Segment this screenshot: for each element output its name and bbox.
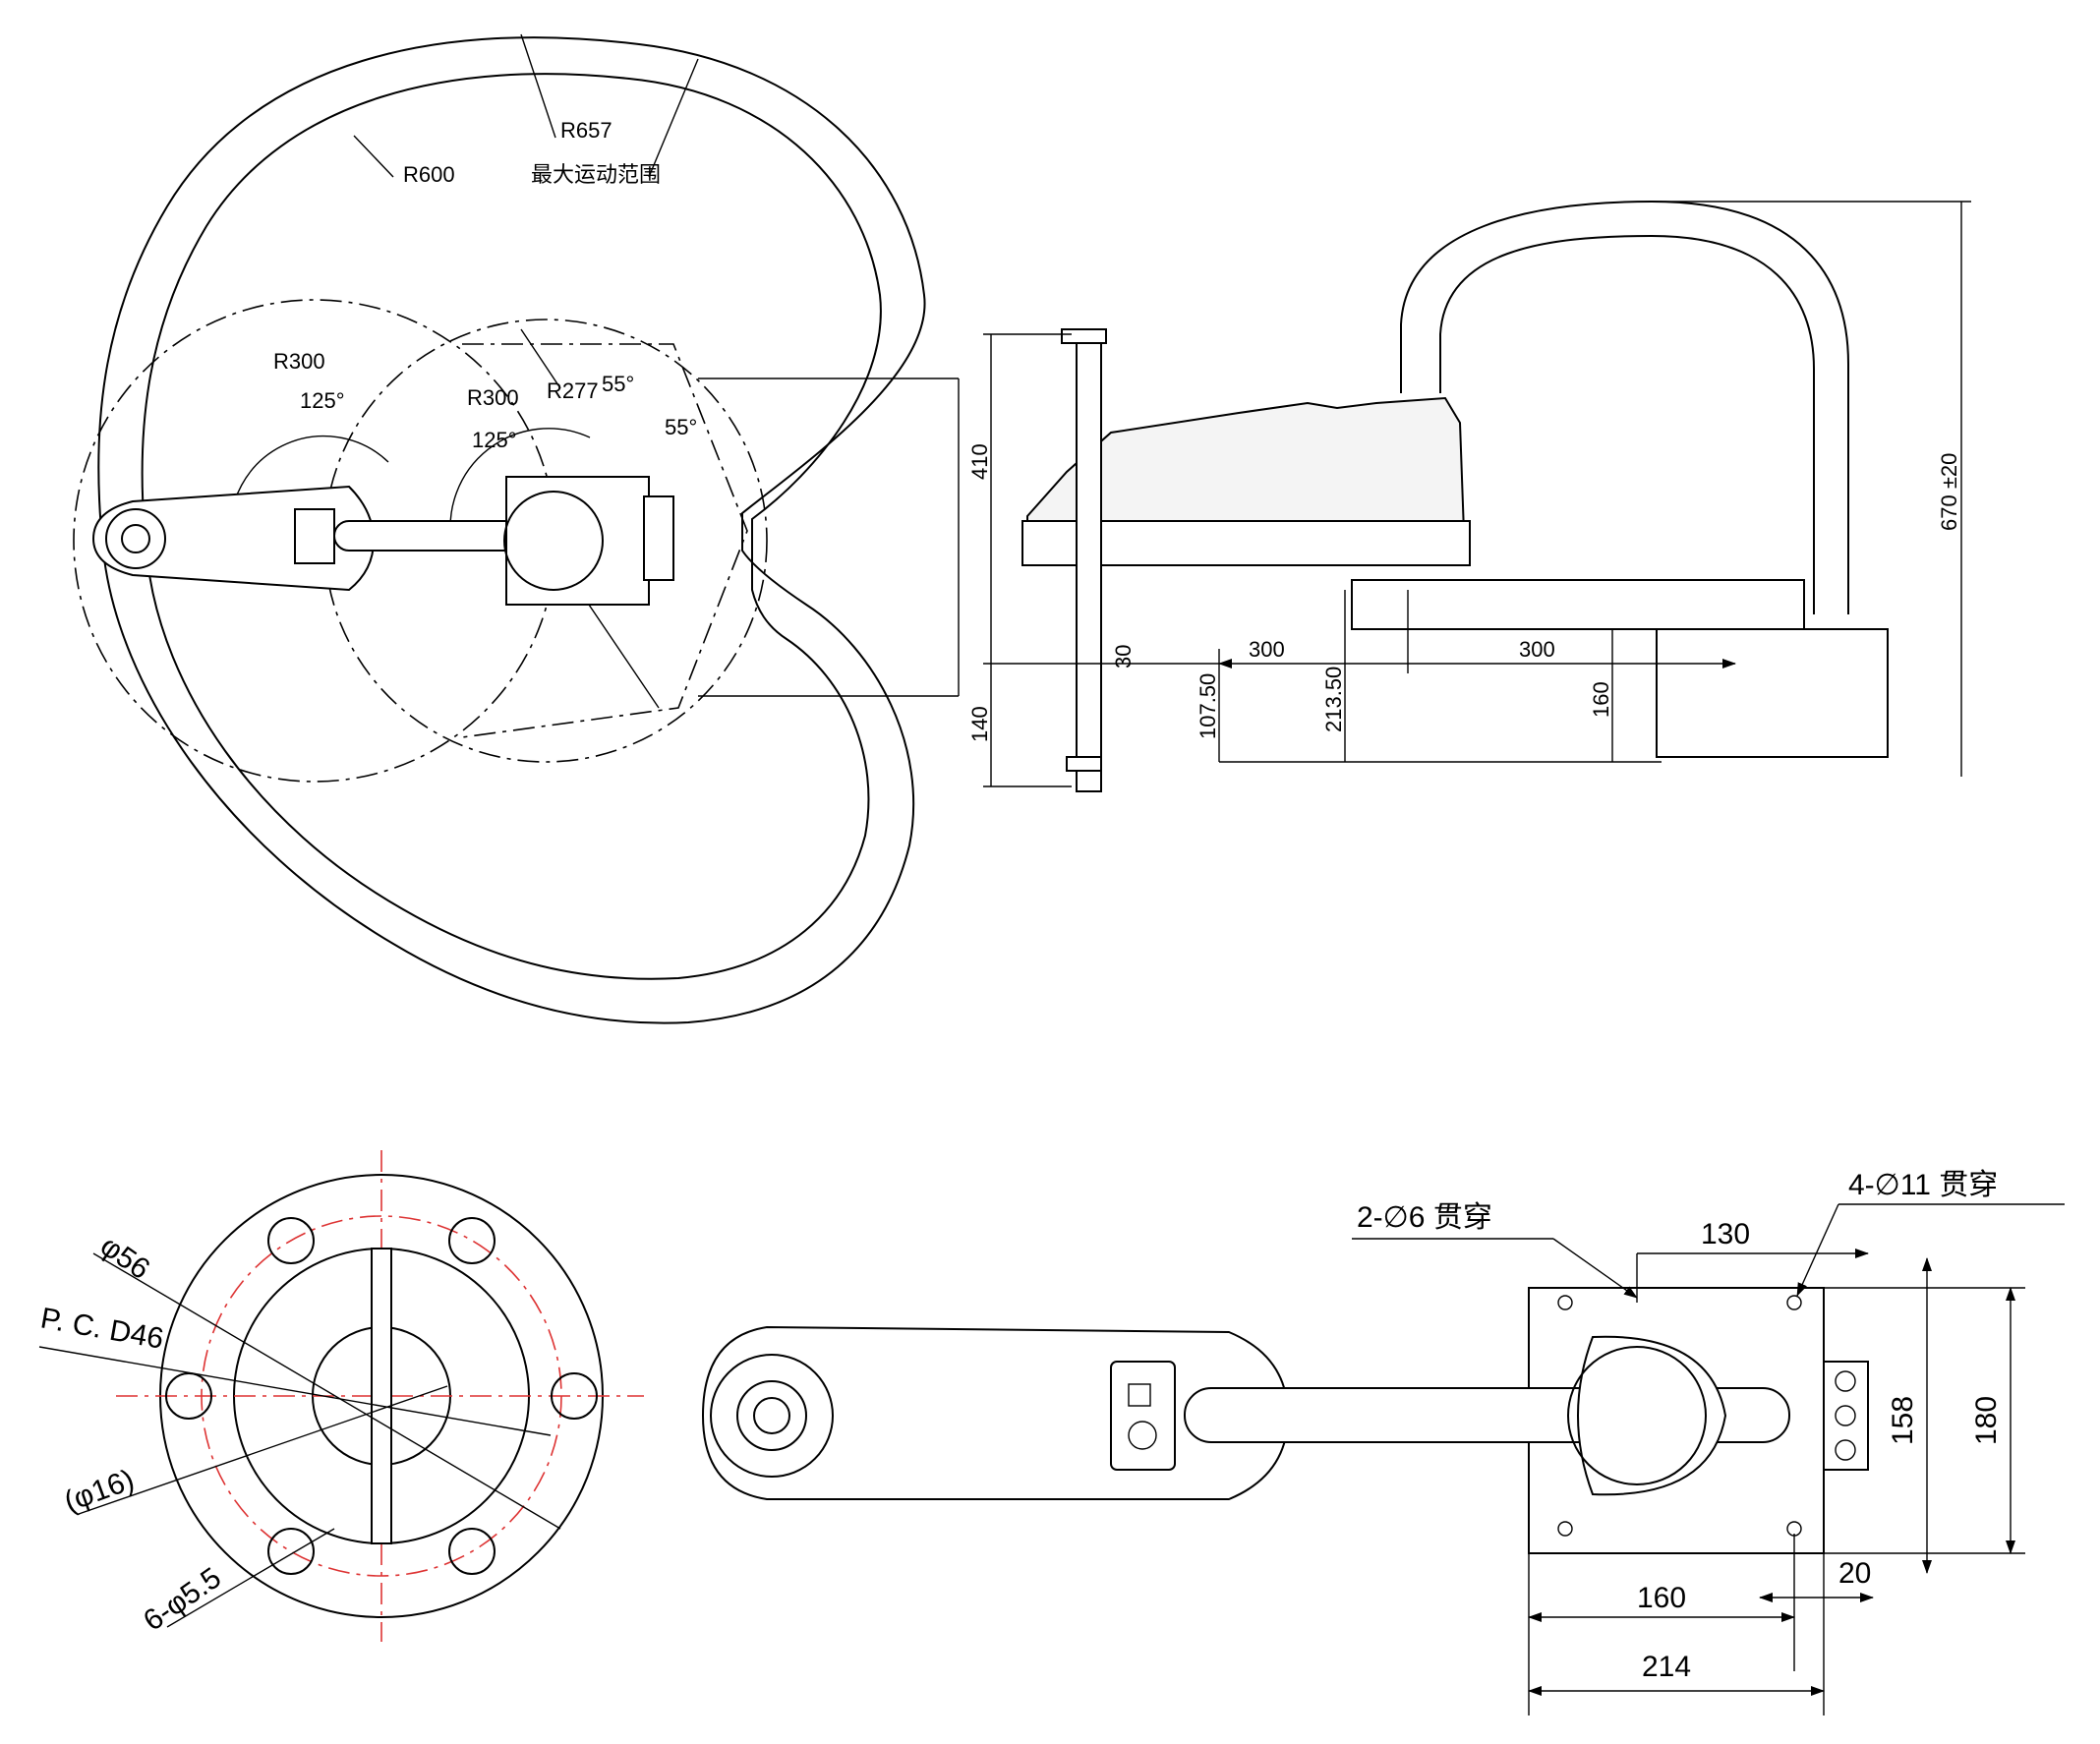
base-hole-1 — [1557, 1295, 1573, 1310]
dim-30: 30 — [1111, 645, 1136, 669]
panel-knob — [1128, 1421, 1157, 1450]
base-hole-3 — [1557, 1521, 1573, 1537]
shaft-top-cap — [1061, 328, 1107, 344]
top-view: 2-∅6 贯穿 4-∅11 贯穿 130 158 180 20 160 214 — [701, 1169, 2065, 1715]
callout-large-holes: 4-∅11 贯穿 — [1848, 1169, 1998, 1201]
callout-leader-large — [1796, 1203, 1839, 1297]
panel-button — [1128, 1383, 1151, 1407]
dim-670: 670 ±20 — [1937, 453, 1961, 531]
end-effector-inner — [753, 1397, 790, 1434]
dim-180: 180 — [1970, 1396, 2003, 1445]
dim-160-top: 160 — [1637, 1582, 1686, 1614]
ball-screw — [1076, 338, 1102, 792]
dim-410: 410 — [967, 443, 992, 480]
inner-reach-envelope — [141, 73, 882, 980]
connector-1 — [1835, 1370, 1856, 1392]
side-elevation-view: 410 140 30 107.50 213.50 160 300 300 670… — [967, 200, 1971, 792]
base-block — [1656, 628, 1889, 758]
cable-duct-inner — [1439, 234, 1815, 614]
radius-label-277: R277 — [547, 378, 599, 403]
dim-107: 107.50 — [1196, 673, 1220, 739]
angle-label-125-b: 125° — [472, 428, 517, 452]
connector-2 — [1835, 1405, 1856, 1426]
connector-3 — [1835, 1439, 1856, 1461]
flange-hole-2 — [448, 1217, 496, 1264]
flange-hole-4 — [551, 1372, 598, 1420]
control-panel — [1110, 1361, 1176, 1471]
shaft-bottom-cap — [1066, 756, 1102, 772]
r300-arc-inner — [323, 319, 768, 763]
leader-pcd — [38, 1346, 552, 1436]
leader-holes — [166, 1528, 335, 1628]
radius-leader-657 — [520, 33, 556, 139]
connector-block — [1823, 1361, 1869, 1471]
callout-small-holes: 2-∅6 贯穿 — [1357, 1201, 1492, 1234]
r277-sector — [461, 343, 748, 738]
dim-140: 140 — [967, 706, 992, 742]
end-effector-mid — [736, 1380, 807, 1451]
dim-214: 214 — [1642, 1651, 1691, 1683]
dim-160-side: 160 — [1589, 681, 1613, 718]
max-reach-envelope — [97, 36, 926, 1024]
dim-130: 130 — [1701, 1218, 1750, 1250]
dim-300-a: 300 — [1249, 637, 1285, 662]
angle-leader — [648, 58, 699, 178]
flange-view: φ56 P. C. D46 (φ16) 6-φ5.5 — [38, 1150, 644, 1642]
radius-label-300-inner: R300 — [467, 385, 519, 410]
radius-label-600: R600 — [403, 162, 455, 187]
arm-top-view-small — [91, 476, 674, 606]
base-hole-2 — [1786, 1295, 1802, 1310]
dim-213: 213.50 — [1321, 667, 1346, 732]
joint-housing — [1577, 1335, 1727, 1496]
angle-label-55-b: 55° — [665, 415, 697, 439]
dim-158: 158 — [1887, 1396, 1919, 1445]
label-phi56: φ56 — [94, 1230, 155, 1286]
end-effector-outer — [710, 1354, 834, 1478]
leader-phi16 — [78, 1385, 448, 1515]
leader-phi56 — [92, 1252, 561, 1530]
workspace-view: R657 R600 最大运动范围 R300 R300 R277 125° 125… — [73, 33, 960, 1024]
radius-label-300-outer: R300 — [273, 349, 325, 374]
r125-arc-b — [449, 428, 591, 547]
flange-hole-6 — [448, 1528, 496, 1575]
dim-300-b: 300 — [1519, 637, 1555, 662]
label-pcd: P. C. D46 — [38, 1302, 166, 1355]
radius-leader-277 — [520, 328, 561, 389]
angle-label-55-a: 55° — [602, 372, 634, 396]
flange-hole-1 — [267, 1217, 315, 1264]
radius-label-657: R657 — [560, 118, 612, 143]
base-arm-plate — [1351, 579, 1805, 630]
flange-hole-5 — [267, 1528, 315, 1575]
dim-20: 20 — [1838, 1557, 1871, 1590]
radius-leader-600 — [353, 135, 394, 178]
callout-leader-small — [1552, 1238, 1638, 1299]
joint-bolt-circle — [1567, 1346, 1707, 1485]
max-range-label: 最大运动范围 — [531, 162, 661, 187]
angle-label-125-a: 125° — [300, 388, 345, 413]
flange-slot — [371, 1248, 392, 1544]
label-phi16: (φ16) — [60, 1464, 139, 1519]
